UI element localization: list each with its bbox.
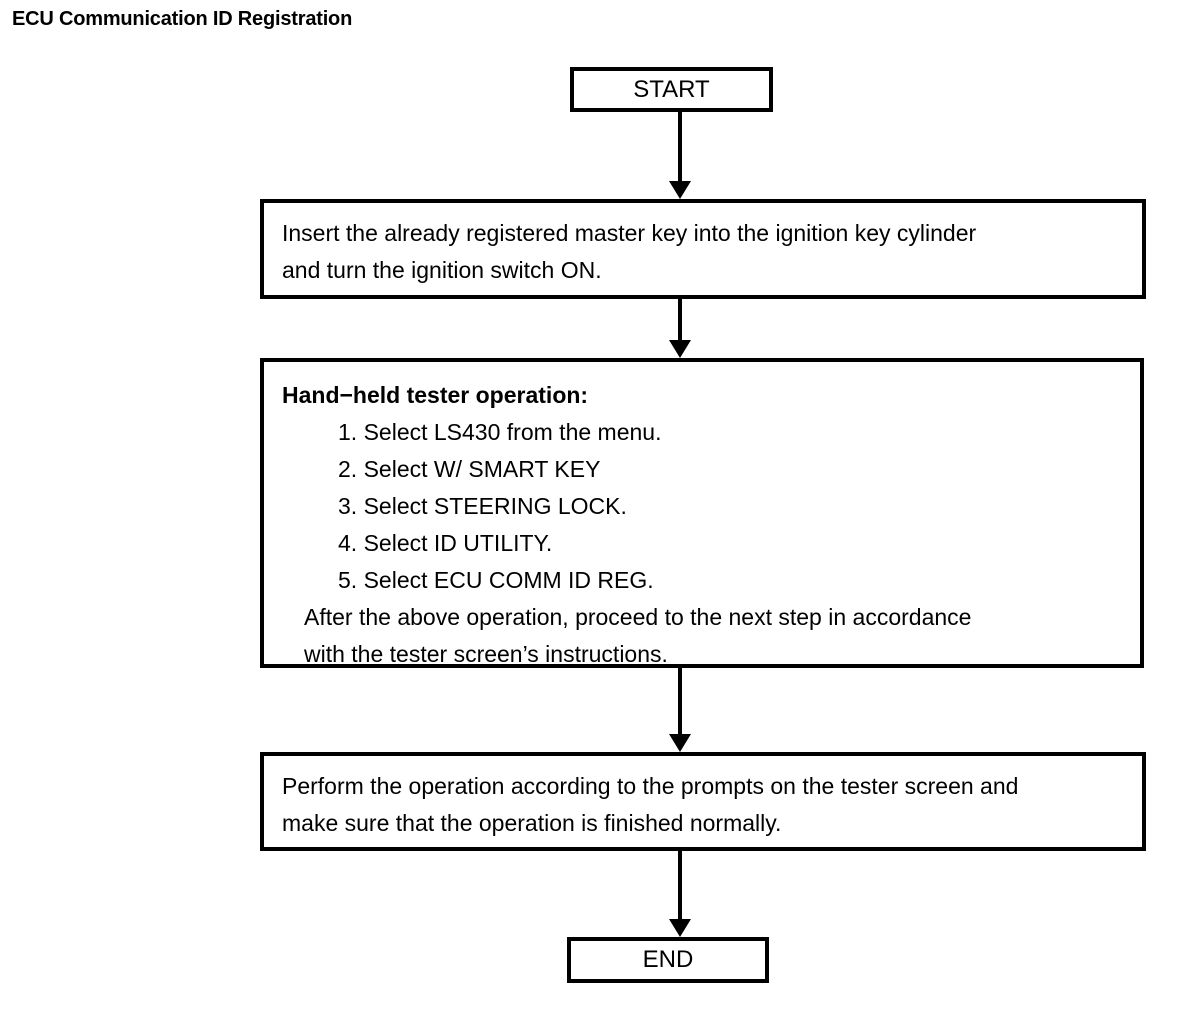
connector-start-to-insert-key (669, 111, 691, 201)
flow-node-insert-key: Insert the already registered master key… (260, 199, 1146, 299)
arrow-stem (678, 667, 682, 736)
arrow-stem (678, 111, 682, 183)
flow-node-end: END (567, 937, 769, 983)
verify-line-2: make sure that the operation is finished… (282, 810, 782, 836)
tester-heading: Hand−held tester operation: (282, 382, 589, 408)
end-label: END (642, 946, 694, 973)
tester-note-line-1: After the above operation, proceed to th… (304, 604, 972, 630)
flow-node-start: START (570, 67, 773, 112)
insert-key-line-2: and turn the ignition switch ON. (282, 257, 602, 283)
arrow-head-down-icon (669, 919, 691, 937)
arrow-head-down-icon (669, 181, 691, 199)
arrow-stem (678, 850, 682, 921)
flow-node-tester-operation: Hand−held tester operation: 1. Select LS… (260, 358, 1144, 668)
connector-insert-key-to-tester (669, 298, 691, 360)
tester-step-5: 5. Select ECU COMM ID REG. (338, 567, 654, 593)
connector-tester-to-verify (669, 667, 691, 754)
arrow-stem (678, 298, 682, 342)
insert-key-line-1: Insert the already registered master key… (282, 220, 977, 246)
page-title: ECU Communication ID Registration (12, 8, 353, 30)
tester-note-line-2: with the tester screen’s instructions. (304, 641, 668, 667)
arrow-head-down-icon (669, 340, 691, 358)
tester-step-3: 3. Select STEERING LOCK. (338, 493, 627, 519)
tester-step-4: 4. Select ID UTILITY. (338, 530, 553, 556)
start-label: START (633, 75, 710, 103)
verify-line-1: Perform the operation according to the p… (282, 773, 1019, 799)
arrow-head-down-icon (669, 734, 691, 752)
tester-step-2: 2. Select W/ SMART KEY (338, 456, 601, 482)
connector-verify-to-end (669, 850, 691, 939)
flow-node-verify-operation: Perform the operation according to the p… (260, 752, 1146, 851)
tester-step-1: 1. Select LS430 from the menu. (338, 419, 662, 445)
